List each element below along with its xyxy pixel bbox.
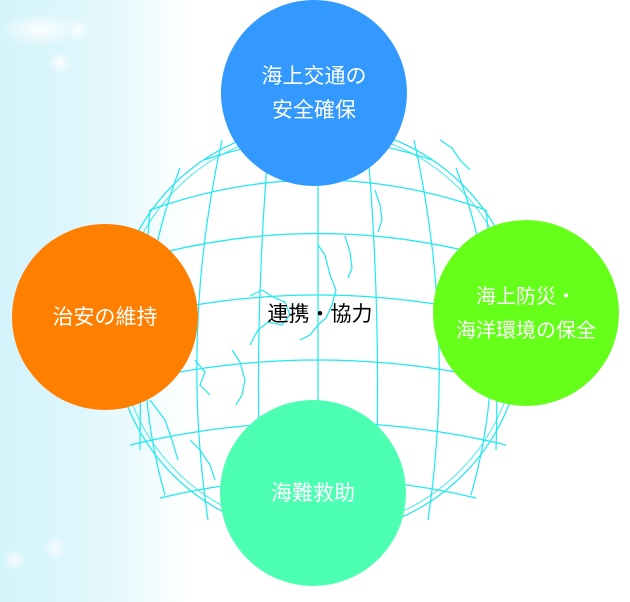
node-label: 海上防災・ 海洋環境の保全: [456, 284, 596, 342]
node-label: 海上交通の 安全確保: [261, 64, 367, 122]
node-maritime-rescue: 海難救助: [220, 400, 406, 586]
node-disaster-prevention-environment: 海上防災・ 海洋環境の保全: [433, 220, 619, 406]
center-label-cooperation: 連携・協力: [267, 302, 373, 326]
node-maritime-traffic-safety: 海上交通の 安全確保: [221, 0, 407, 186]
node-public-order: 治安の維持: [12, 224, 198, 410]
node-label: 治安の維持: [52, 305, 158, 329]
node-label: 海難救助: [271, 481, 355, 505]
